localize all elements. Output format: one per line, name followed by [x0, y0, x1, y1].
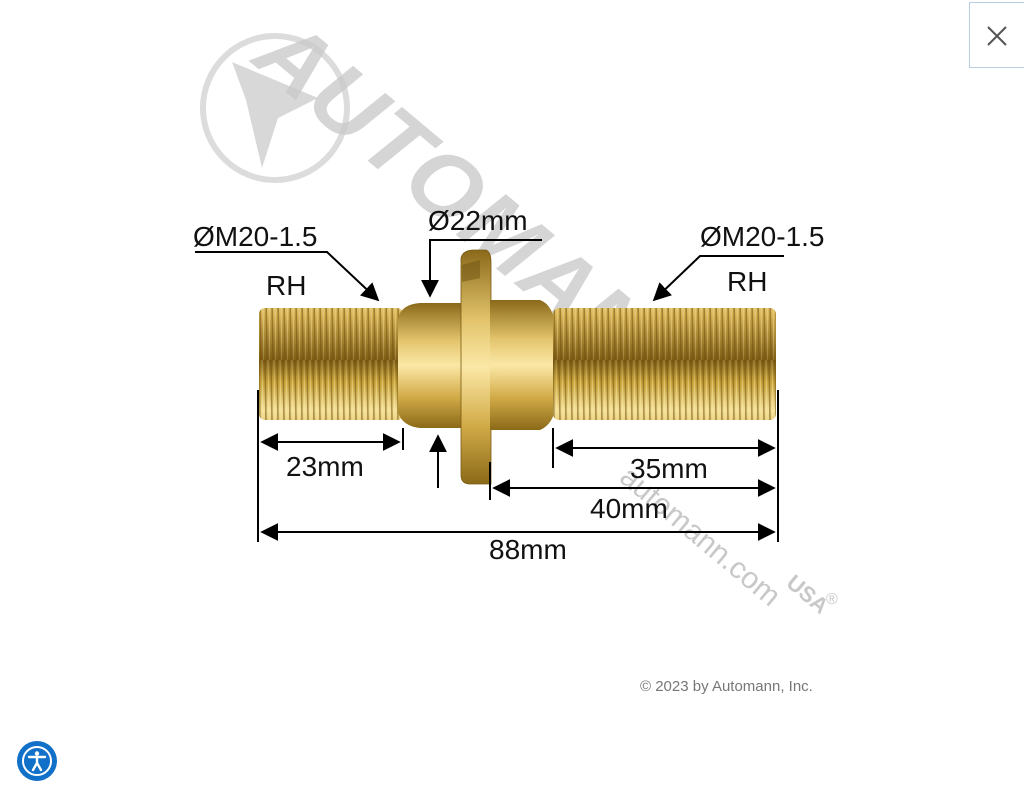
label-rh-left: RH [266, 270, 306, 301]
right-shoulder [490, 300, 556, 430]
close-icon [987, 26, 1007, 46]
flange-notch [462, 260, 480, 282]
right-thread [553, 308, 776, 420]
accessibility-icon [22, 746, 52, 776]
dimension-lines [195, 239, 784, 542]
label-collar-diameter: Ø22mm [428, 205, 528, 236]
leader-thread-right [652, 255, 784, 302]
watermark-logo-ring-icon [200, 33, 350, 183]
left-shoulder [398, 303, 462, 428]
label-23mm: 23mm [286, 451, 364, 482]
label-35mm: 35mm [630, 453, 708, 484]
watermark-registered: ® [826, 591, 838, 608]
copyright-text: © 2023 by Automann, Inc. [640, 678, 813, 695]
label-thread-right: ØM20-1.5 [700, 221, 825, 252]
label-thread-left: ØM20-1.5 [193, 221, 318, 252]
flange [460, 249, 492, 485]
label-rh-right: RH [727, 266, 767, 297]
close-button[interactable] [969, 2, 1024, 68]
wheel-stud [259, 249, 776, 485]
left-thread [259, 308, 403, 420]
dimension-labels: ØM20-1.5 RH Ø22mm ØM20-1.5 RH 23mm 35mm … [193, 205, 825, 565]
watermark-logo-mark-icon [232, 62, 318, 168]
leader-collar-top [421, 239, 542, 298]
accessibility-button[interactable] [17, 741, 57, 781]
label-88mm: 88mm [489, 534, 567, 565]
leader-thread-left [195, 251, 380, 302]
label-40mm: 40mm [590, 493, 668, 524]
